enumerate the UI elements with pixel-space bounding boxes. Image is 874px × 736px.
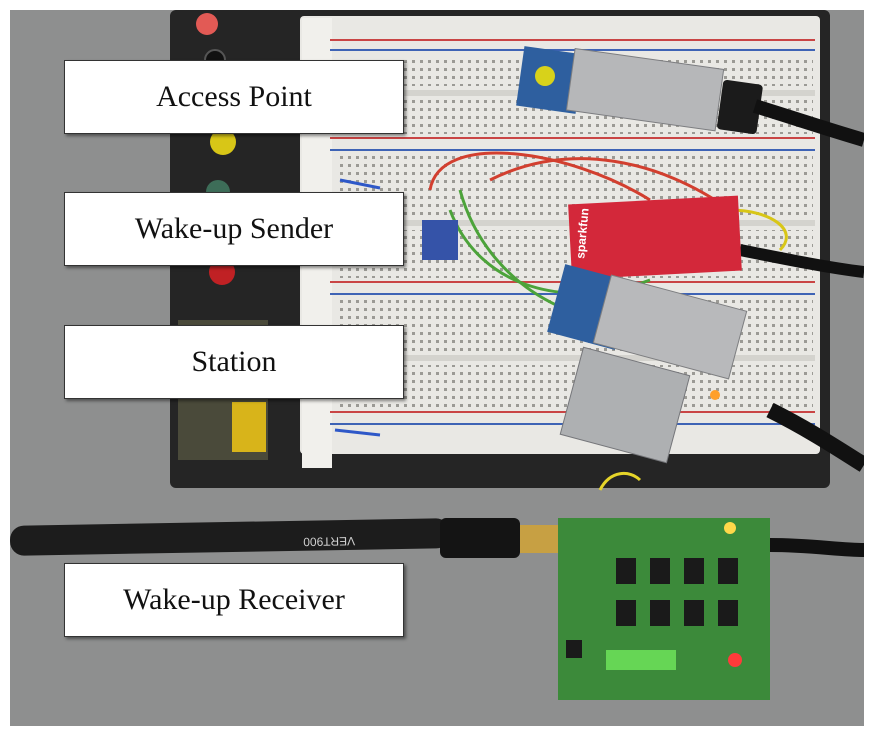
usb-cable-3: [766, 402, 864, 472]
wire-blue-1: [339, 178, 381, 190]
sparkfun-board: [568, 195, 742, 280]
label-wakeup-sender: Wake-up Sender: [64, 192, 404, 266]
red-dot: [196, 13, 218, 35]
receiver-leds: [606, 522, 742, 670]
wire-red-2: [489, 157, 731, 212]
yellow-terminal: [210, 129, 236, 155]
usb-cable-2: [738, 244, 864, 278]
center-channel-3: [330, 355, 815, 361]
brand-logo-block: [232, 402, 266, 452]
wire-blue-2: [334, 428, 381, 437]
usb-cable-1: [752, 99, 864, 147]
receiver-wires: [598, 471, 642, 491]
usb-cable-4: [769, 538, 864, 557]
ap-capacitor: [535, 66, 555, 86]
wire-red-1: [428, 151, 651, 202]
antenna-marking: VERT900: [303, 534, 355, 549]
ap-usb-plug: [717, 79, 763, 135]
label-access-point: Access Point: [64, 60, 404, 134]
receiver-chips: [566, 558, 738, 658]
wire-yellow: [729, 208, 788, 252]
antenna-joint: [440, 518, 520, 558]
station-led: [710, 390, 720, 400]
label-wakeup-receiver: Wake-up Receiver: [64, 563, 404, 637]
sender-sensor-board: [422, 220, 458, 260]
station-bracket: [559, 346, 691, 464]
label-station: Station: [64, 325, 404, 399]
ap-usb-stick: [565, 48, 725, 132]
station-module: [592, 274, 748, 380]
antenna: [10, 518, 450, 556]
sparkfun-logo: sparkfun: [573, 208, 591, 260]
